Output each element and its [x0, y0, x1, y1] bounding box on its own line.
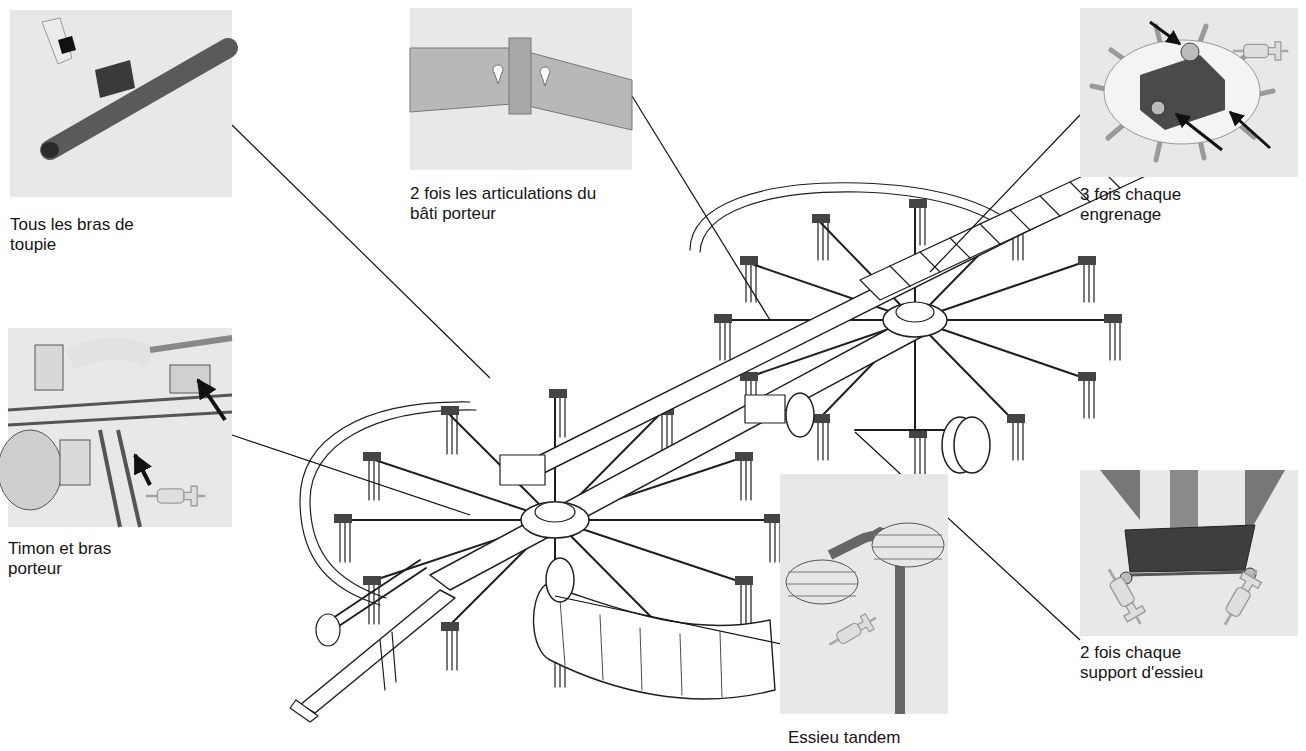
inset-frame-joint [410, 38, 632, 130]
inset-gearbox [1092, 22, 1288, 160]
joint-block [745, 395, 785, 423]
caption-text: Timon et bras porteur [8, 539, 128, 579]
callout-inset: 2 fois chaque support d'essieu [1080, 470, 1298, 636]
leader-line [632, 96, 770, 320]
pto-shaft [316, 614, 340, 646]
caption-text: Essieu tandem [788, 728, 988, 748]
caption-text: 2 fois les articulations du bâti porteur [410, 184, 615, 224]
caption-text: 2 fois chaque support d'essieu [1080, 643, 1230, 683]
leader-line [232, 96, 1080, 648]
leader-line [232, 435, 470, 515]
leader-line [930, 115, 1080, 272]
callout-inset: 2 fois les articulations du bâti porteur [410, 8, 632, 170]
rotor-hub [883, 303, 947, 337]
tine-holders [714, 199, 1122, 438]
rotor-hub [521, 502, 589, 538]
swath-curtain [534, 585, 775, 699]
rotor-hub [535, 502, 575, 522]
callout-inset: Timon et bras porteur [8, 328, 232, 527]
hitch [290, 700, 318, 722]
wheel [786, 393, 814, 437]
wheel [546, 558, 574, 602]
callout-inset: 3 fois chaque engrenage [1080, 8, 1298, 177]
callout-inset: Essieu tandem [780, 474, 948, 714]
inset-tandem-axle [786, 523, 944, 714]
joint-block [500, 455, 545, 485]
support-leg [380, 632, 396, 690]
leader-line [555, 596, 800, 648]
inset-axle-support [1100, 470, 1285, 630]
drawbar [300, 590, 455, 713]
callout-inset: Tous les bras de toupie [10, 10, 232, 197]
inset-drawbar [0, 338, 232, 527]
inset-arm [41, 18, 228, 158]
caption-text: Tous les bras de toupie [10, 215, 170, 255]
caption-text: 3 fois chaque engrenage [1080, 185, 1220, 225]
wheel [954, 417, 990, 473]
pto-shaft [330, 560, 426, 628]
rotor-hub [896, 302, 934, 322]
